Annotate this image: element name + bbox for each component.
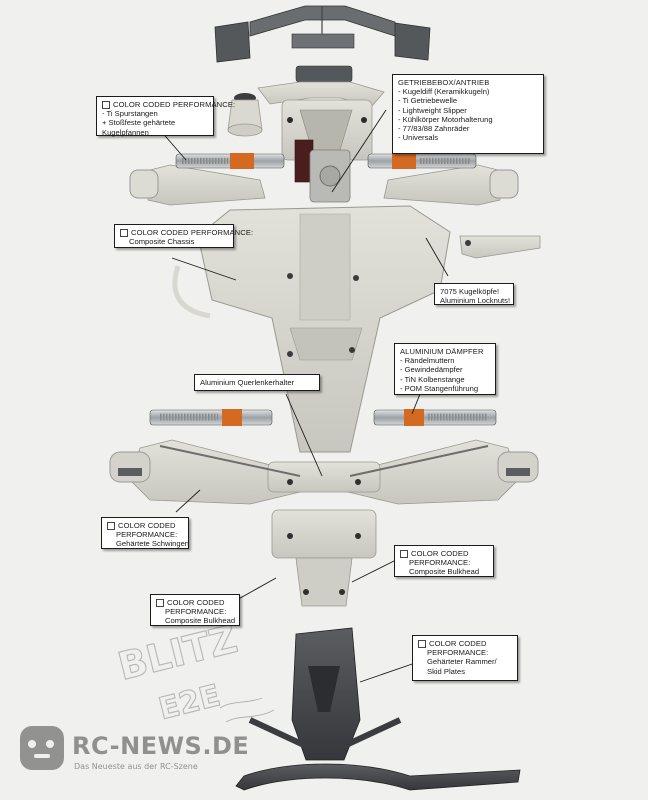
callout-ball-studs-line: Aluminium Locknuts! bbox=[440, 296, 511, 306]
chassis-plate bbox=[172, 205, 451, 453]
callout-tie-rods-line: Kugelpfannen bbox=[102, 127, 149, 137]
callout-ball-studs-line: 7075 Kugelköpfe! bbox=[440, 287, 500, 296]
callout-gearbox-line: - Universals bbox=[398, 133, 439, 143]
front-arms bbox=[109, 439, 539, 505]
rear-wing bbox=[214, 5, 431, 83]
watermark-site: RC-NEWS.DE bbox=[72, 732, 250, 760]
callout-shocks: ALUMINIUM DÄMPFER - Rändelmuttern - Gewi… bbox=[394, 343, 496, 395]
skid-plate-bumper bbox=[235, 627, 521, 791]
callout-skid-plates-line: Gehärteter Rammer/ bbox=[427, 657, 497, 667]
callout-bulkhead-left-title2: PERFORMANCE: bbox=[165, 607, 227, 617]
rear-gearbox bbox=[257, 81, 385, 203]
checkbox-icon bbox=[120, 229, 128, 237]
checkbox-icon bbox=[400, 550, 408, 558]
checkbox-icon bbox=[107, 522, 115, 530]
callout-arms-title: COLOR CODED bbox=[118, 521, 176, 530]
callout-gearbox-line: - Lightweight Slipper bbox=[398, 105, 467, 115]
callout-bulkhead-left-line: Composite Bulkhead bbox=[165, 616, 236, 626]
callout-shocks-line: - Gewindedämpfer bbox=[400, 365, 463, 375]
callout-arm-mount-line: Aluminium Querlenkerhalter bbox=[200, 378, 295, 387]
watermark: RC-NEWS.DE Das Neueste aus der RC-Szene bbox=[18, 722, 258, 782]
callout-gearbox-line: - 77/83/88 Zahnräder bbox=[398, 124, 470, 134]
callout-bulkhead-right: COLOR CODED PERFORMANCE: Composite Bulkh… bbox=[394, 545, 494, 577]
callout-shocks-title: ALUMINIUM DÄMPFER bbox=[400, 347, 484, 356]
callout-skid-plates-title: COLOR CODED bbox=[429, 639, 487, 648]
watermark-tagline: Das Neueste aus der RC-Szene bbox=[74, 762, 198, 771]
callout-shocks-line: - Rändelmuttern bbox=[400, 356, 455, 366]
callout-arms-title2: PERFORMANCE: bbox=[116, 530, 178, 540]
callout-shocks-line: - TiN Kolbenstange bbox=[400, 374, 465, 384]
callout-bulkhead-right-title: COLOR CODED bbox=[411, 549, 469, 558]
callout-chassis-line: Composite Chassis bbox=[129, 237, 195, 247]
callout-tie-rods-line: + Stoßfeste gehärtete bbox=[102, 118, 176, 128]
checkbox-icon bbox=[102, 101, 110, 109]
callout-gearbox-title: GETRIEBEBOX/ANTRIEB bbox=[398, 78, 490, 87]
callout-tie-rods-line: - Ti Spurstangen bbox=[102, 109, 158, 119]
callout-arms: COLOR CODED PERFORMANCE: Gehärtete Schwi… bbox=[101, 517, 189, 549]
callout-gearbox-line: - Kugeldiff (Keramikkugeln) bbox=[398, 87, 490, 97]
callout-tie-rods: COLOR CODED PERFORMANCE: - Ti Spurstange… bbox=[96, 96, 235, 137]
logo-text: BLITZ bbox=[114, 617, 242, 689]
motor-can bbox=[227, 93, 263, 137]
callout-bulkhead-left-title: COLOR CODED bbox=[167, 598, 225, 607]
callout-skid-plates-title2: PERFORMANCE: bbox=[427, 648, 489, 658]
blitz-logo: BLITZ E2E bbox=[113, 616, 275, 728]
checkbox-icon bbox=[418, 640, 426, 648]
rc-news-logo-icon bbox=[20, 726, 64, 770]
callout-arms-line: Gehärtete Schwingen bbox=[116, 539, 190, 549]
callout-gearbox-line: - Kühlkörper Motorhalterung bbox=[398, 114, 493, 124]
front-left-shock bbox=[149, 409, 273, 426]
callout-ball-studs: 7075 Kugelköpfe! Aluminium Locknuts! bbox=[434, 283, 514, 305]
callout-gearbox: GETRIEBEBOX/ANTRIEB - Kugeldiff (Keramik… bbox=[392, 74, 544, 154]
callout-bulkhead-right-line: Composite Bulkhead bbox=[409, 567, 480, 577]
callout-bulkhead-right-title2: PERFORMANCE: bbox=[409, 558, 471, 568]
callout-tie-rods-title: COLOR CODED PERFORMANCE: bbox=[113, 100, 236, 109]
callout-chassis: COLOR CODED PERFORMANCE: Composite Chass… bbox=[114, 224, 253, 248]
callout-shocks-line: - POM Stangenführung bbox=[400, 383, 479, 393]
callout-bulkhead-left: COLOR CODED PERFORMANCE: Composite Bulkh… bbox=[150, 594, 240, 626]
callout-skid-plates-line: Skid Plates bbox=[427, 666, 465, 676]
callout-skid-plates: COLOR CODED PERFORMANCE: Gehärteter Ramm… bbox=[412, 635, 518, 681]
callout-chassis-title: COLOR CODED PERFORMANCE: bbox=[131, 228, 254, 237]
callout-gearbox-line: - Ti Getriebewelle bbox=[398, 96, 458, 106]
rear-left-suspension bbox=[129, 153, 285, 206]
logo-sub: E2E bbox=[155, 678, 224, 727]
front-right-shock bbox=[373, 409, 497, 426]
front-bulkhead bbox=[271, 509, 377, 607]
callout-arm-mount: Aluminium Querlenkerhalter bbox=[194, 374, 320, 391]
rear-right-suspension bbox=[367, 153, 519, 206]
steering-link bbox=[459, 235, 541, 259]
checkbox-icon bbox=[156, 599, 164, 607]
